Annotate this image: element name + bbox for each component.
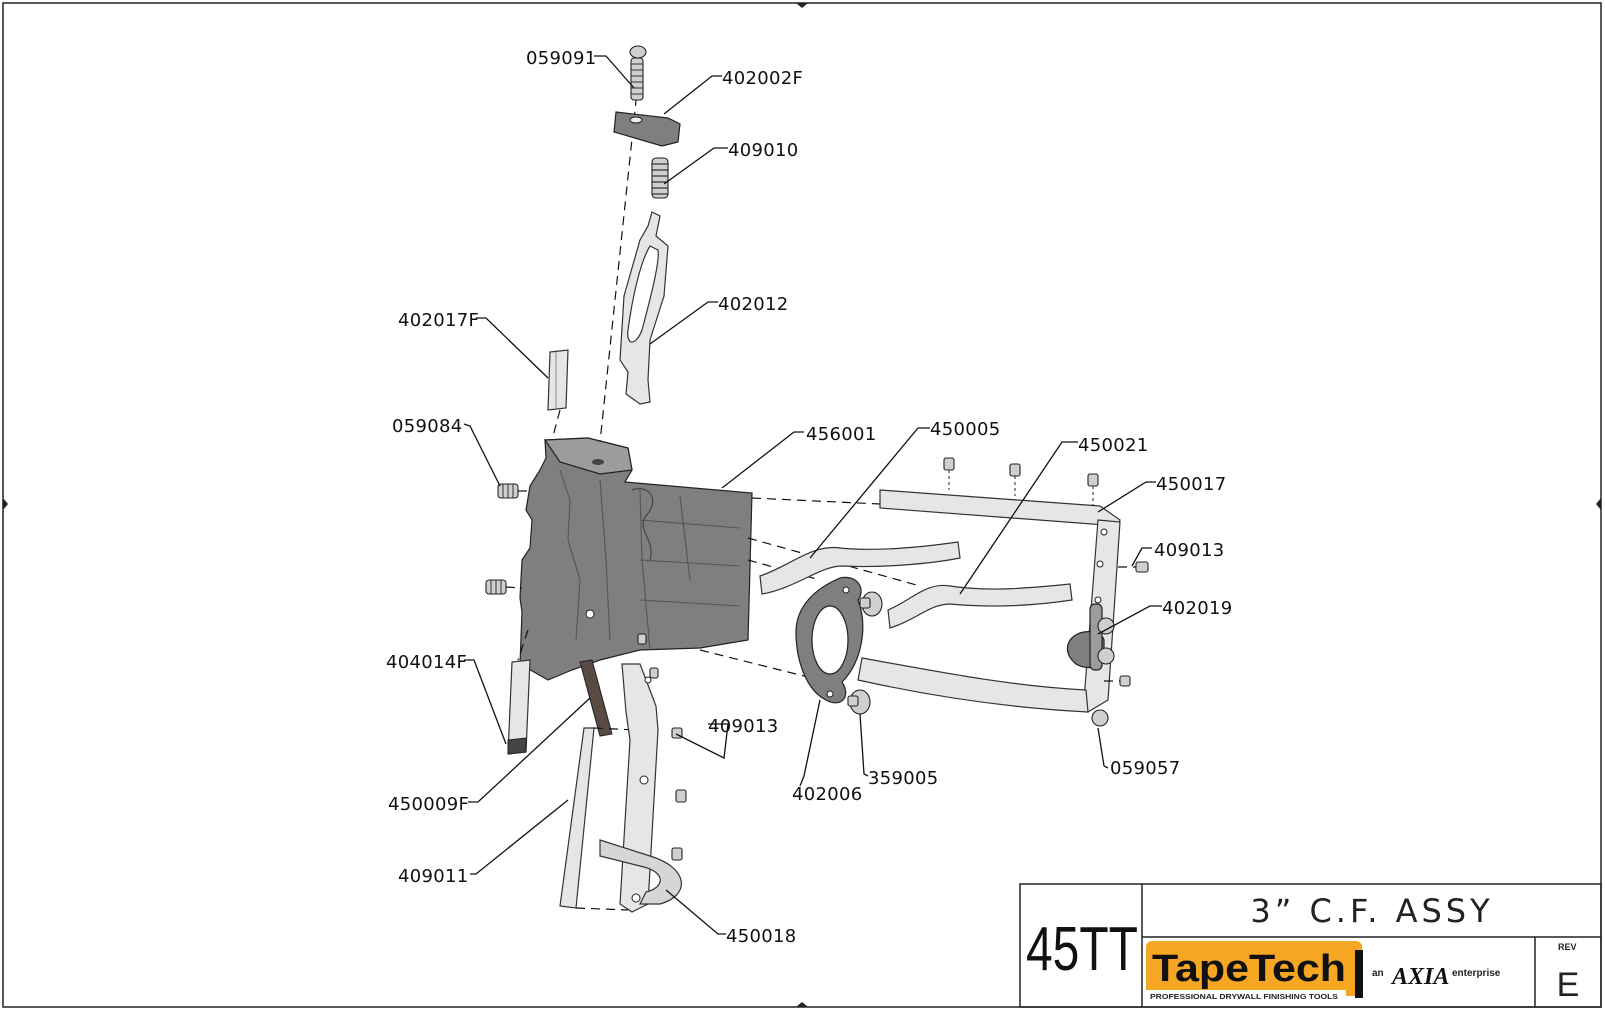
revision-value: E xyxy=(1557,966,1580,1004)
border-marker-bottom xyxy=(796,1002,808,1007)
part-450009F-strip xyxy=(579,659,613,737)
part-402002F-block xyxy=(613,111,681,147)
part-label: 450017 xyxy=(1156,474,1227,495)
part-label: 402012 xyxy=(718,294,789,315)
part-label: 409013 xyxy=(708,716,779,737)
part-402012-link xyxy=(619,211,669,405)
border-marker-left xyxy=(3,498,8,510)
model-number: 45TT xyxy=(1026,915,1138,984)
part-402019-lever xyxy=(1066,603,1115,671)
part-450005-clip xyxy=(759,541,961,595)
border-marker-top xyxy=(796,3,808,8)
part-label: 409010 xyxy=(728,140,799,161)
part-059091-screw xyxy=(629,45,647,101)
part-label: 450018 xyxy=(726,926,797,947)
part-label: 059084 xyxy=(392,416,463,437)
part-label: 450021 xyxy=(1078,435,1149,456)
part-label: 059057 xyxy=(1110,758,1181,779)
part-label: 450005 xyxy=(930,419,1001,440)
part-409013-screws-right xyxy=(1104,561,1149,687)
part-label: 402017F xyxy=(398,310,479,331)
part-404014F-bar xyxy=(507,629,531,755)
brand-name: TapeTech xyxy=(1152,948,1346,990)
enterprise-prefix: an xyxy=(1372,968,1384,979)
part-402017F-bar xyxy=(547,349,569,411)
part-409010-spring xyxy=(651,157,669,199)
border-marker-right xyxy=(1596,498,1601,510)
enterprise-name: AXIA xyxy=(1390,964,1449,990)
part-450017-frame xyxy=(857,457,1121,713)
part-label: 409013 xyxy=(1154,540,1225,561)
part-label: 456001 xyxy=(806,424,877,445)
part-059084-screws xyxy=(485,483,532,595)
part-402006-clamp xyxy=(795,576,864,704)
leader-lines xyxy=(463,55,1162,935)
part-label: 450009F xyxy=(388,794,469,815)
part-label: 059091 xyxy=(526,48,597,69)
brand-tagline: PROFESSIONAL DRYWALL FINISHING TOOLS xyxy=(1150,992,1338,1001)
title-block: 45TT 3” C.F. ASSY REV E TapeTech PROFESS… xyxy=(1019,883,1602,1008)
part-359005-screws xyxy=(847,591,883,715)
part-456001-housing xyxy=(519,437,753,681)
part-label: 359005 xyxy=(868,768,939,789)
brand-logo: TapeTech PROFESSIONAL DRYWALL FINISHING … xyxy=(1146,941,1363,1002)
part-450018-bracket xyxy=(599,633,687,913)
enterprise-mark: an AXIA enterprise xyxy=(1372,964,1501,990)
part-labels: 059091 402002F 409010 402012 402017F 059… xyxy=(386,48,1233,947)
part-450021-clip xyxy=(887,583,1073,629)
part-label: 402019 xyxy=(1162,598,1233,619)
revision-label: REV xyxy=(1558,942,1577,952)
part-059057-screw xyxy=(1091,709,1109,727)
drawing-title: 3” C.F. ASSY xyxy=(1250,892,1493,930)
part-label: 409011 xyxy=(398,866,469,887)
part-label: 402006 xyxy=(792,784,863,805)
part-label: 402002F xyxy=(722,68,803,89)
enterprise-suffix: enterprise xyxy=(1452,968,1501,979)
parts-artwork xyxy=(485,45,1149,913)
part-label: 404014F xyxy=(386,652,467,673)
